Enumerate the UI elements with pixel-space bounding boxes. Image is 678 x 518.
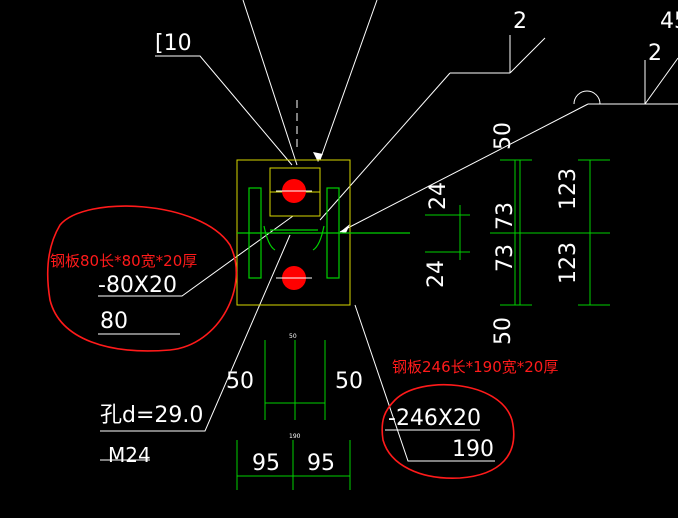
dim-24-top: 24 [426, 182, 451, 210]
dim-50-top: 50 [491, 122, 516, 150]
arrow-heads [313, 152, 350, 233]
hole-spec: 孔d=29.0 [100, 403, 203, 428]
label-2-b: 2 [648, 41, 662, 66]
dim-95-left: 95 [252, 451, 280, 476]
dimension-lines-bottom [236, 340, 351, 490]
bolt-holes [276, 179, 312, 290]
small-top-label: 50 [289, 333, 297, 340]
dim-123-bottom: 123 [556, 242, 581, 284]
plate1-spec: -80X20 [98, 273, 177, 298]
dimension-lines-right [425, 159, 610, 306]
plate2-width: 190 [452, 437, 494, 462]
dim-24-bottom: 24 [424, 260, 449, 288]
plate1-width: 80 [100, 309, 128, 334]
channel-section [237, 187, 410, 279]
dim-73-bottom: 73 [493, 244, 518, 272]
dim-50-bottom: 50 [491, 317, 516, 345]
plate1-note: 钢板80长*80宽*20厚 [50, 252, 197, 270]
dim-50-left: 50 [226, 369, 254, 394]
label-45: 45 [660, 9, 678, 34]
dim-73-top: 73 [493, 202, 518, 230]
red-annotation-circles [46, 205, 515, 479]
plate2-note: 钢板246长*190宽*20厚 [392, 358, 558, 376]
tag-top-left: [10 [155, 31, 192, 56]
leader-lines [98, 0, 678, 462]
dim-50-right: 50 [335, 369, 363, 394]
red-annotation-text: 钢板80长*80宽*20厚 钢板246长*190宽*20厚 [50, 252, 558, 376]
small-bottom-label: 190 [289, 433, 301, 440]
label-2-a: 2 [513, 9, 527, 34]
plate2-spec: -246X20 [388, 406, 481, 431]
bolt-spec: M24 [108, 443, 151, 467]
tiny-labels: 50 190 [289, 333, 301, 440]
dim-95-right: 95 [307, 451, 335, 476]
dim-123-top: 123 [556, 168, 581, 210]
cad-text: [10 2 2 45 50 24 24 73 73 123 123 50 -80… [98, 9, 678, 476]
